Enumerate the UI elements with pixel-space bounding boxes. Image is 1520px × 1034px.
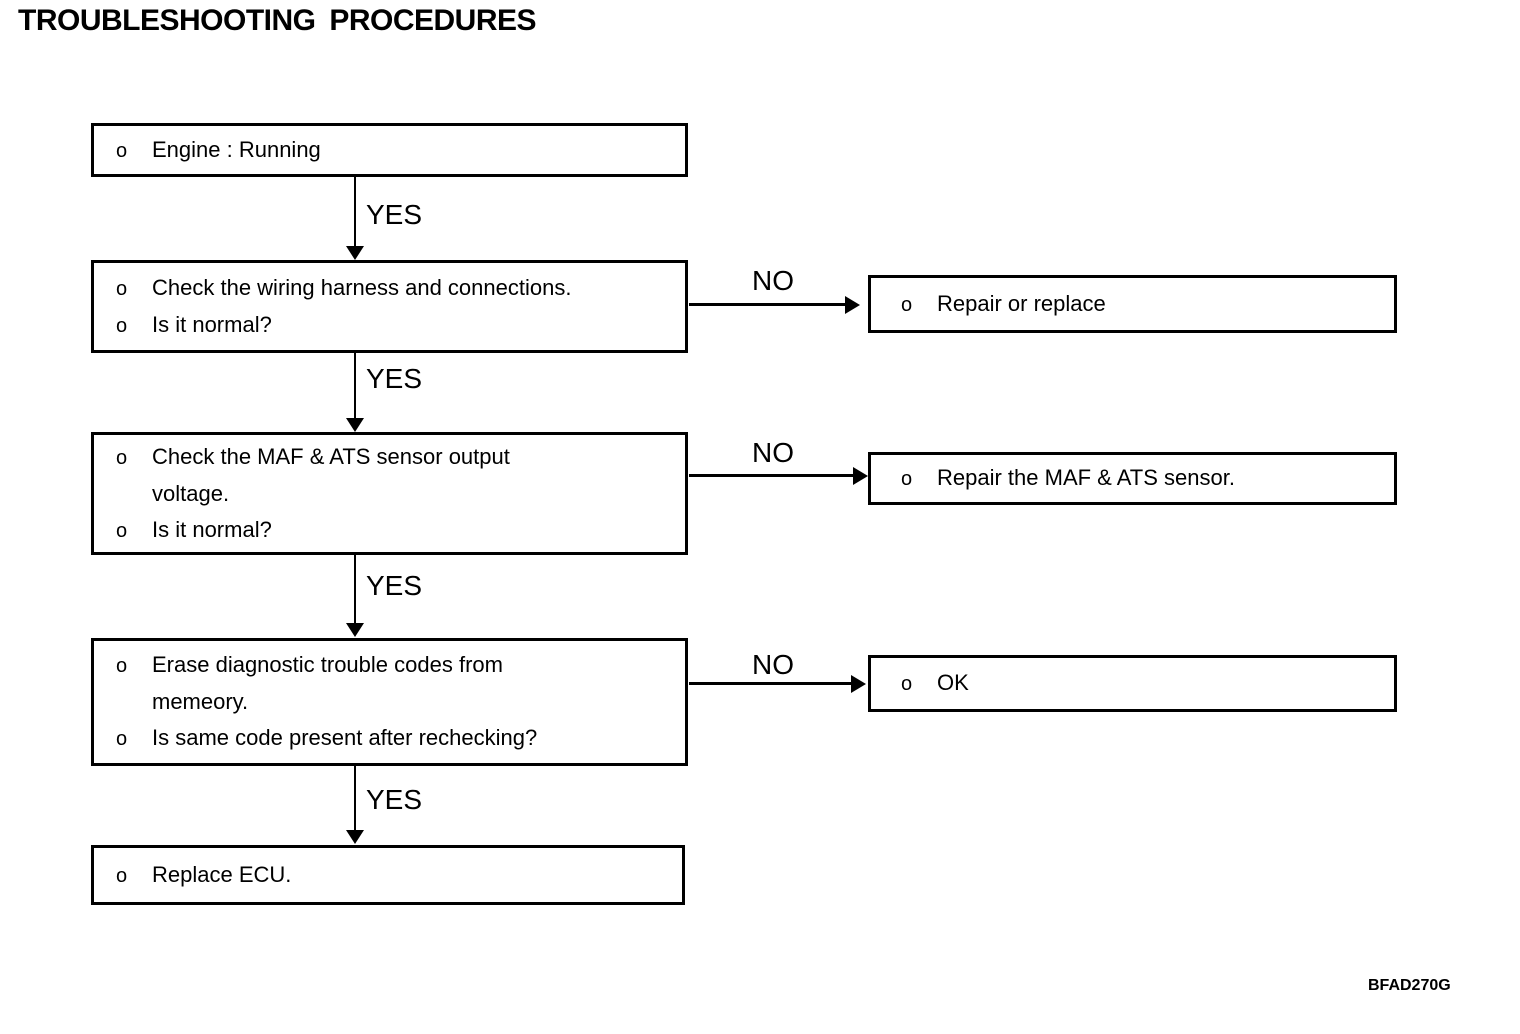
flow-step-check-wiring-harness: o Check the wiring harness and connectio… (91, 260, 688, 353)
down-arrow-line-4 (354, 766, 356, 831)
flow-result-ok: o OK (868, 655, 1397, 712)
right-arrow-line-1 (689, 303, 846, 306)
bullet: o (116, 864, 128, 887)
flow-step-erase-diagnostic-codes: o Erase diagnostic trouble codes from me… (91, 638, 688, 766)
down-arrow-head-4 (346, 830, 364, 844)
flow-step-line: o Is it normal? (94, 512, 685, 549)
flow-step-line: o Replace ECU. (94, 857, 682, 894)
yes-label-1: YES (366, 199, 423, 230)
right-arrow-head-2 (853, 467, 868, 485)
flow-step-text: Is same code present after rechecking? (152, 725, 538, 750)
bullet: o (901, 293, 913, 316)
bullet: o (116, 655, 128, 677)
bullet: o (901, 673, 913, 695)
flow-step-line: o Engine : Running (94, 132, 685, 169)
flow-step-text: Check the MAF & ATS sensor output (152, 443, 510, 469)
page-title: TROUBLESHOOTING PROCEDURES (18, 4, 537, 37)
flow-step-text: Replace ECU. (152, 861, 292, 887)
down-arrow-head-3 (346, 623, 364, 637)
flow-result-text: Repair or replace (937, 290, 1106, 316)
flow-step-text: Is it normal? (152, 311, 272, 337)
flow-step-text: Is it normal? (152, 516, 272, 542)
flow-step-text: voltage. (152, 480, 230, 506)
flow-step-text: memeory. (152, 689, 249, 714)
flow-result-text: Repair the MAF & ATS sensor. (937, 465, 1235, 490)
right-arrow-line-3 (689, 682, 852, 685)
no-label-1: NO (752, 265, 794, 296)
flow-step-replace-ecu: o Replace ECU. (91, 845, 685, 905)
right-arrow-line-2 (689, 474, 854, 477)
flow-step-line: o Erase diagnostic trouble codes from (94, 647, 685, 684)
down-arrow-line-3 (354, 555, 356, 624)
flow-step-text: Check the wiring harness and connections… (152, 274, 572, 300)
flow-result-line: o Repair the MAF & ATS sensor. (871, 460, 1394, 497)
down-arrow-head-1 (346, 246, 364, 260)
bullet: o (116, 446, 128, 469)
bullet: o (116, 314, 128, 337)
figure-code: BFAD270G (1368, 977, 1451, 994)
down-arrow-line-2 (354, 353, 356, 419)
flow-step-line: memeory. (94, 684, 685, 720)
flow-result-repair-or-replace: o Repair or replace (868, 275, 1397, 333)
bullet: o (116, 277, 128, 300)
flow-result-line: o OK (871, 665, 1394, 702)
down-arrow-head-2 (346, 418, 364, 432)
flow-step-text: Erase diagnostic trouble codes from (152, 652, 503, 677)
flow-step-line: voltage. (94, 476, 685, 512)
flow-step-text: Engine : Running (152, 136, 321, 162)
bullet: o (901, 468, 913, 490)
yes-label-3: YES (366, 570, 423, 601)
flow-step-line: o Check the MAF & ATS sensor output (94, 439, 685, 476)
flow-result-text: OK (937, 670, 969, 695)
flow-result-line: o Repair or replace (871, 286, 1394, 323)
flow-step-line: o Is same code present after rechecking? (94, 720, 685, 757)
yes-label-4: YES (366, 784, 423, 815)
no-label-3: NO (752, 649, 794, 680)
yes-label-2: YES (366, 363, 423, 394)
bullet: o (116, 728, 128, 750)
bullet: o (116, 519, 128, 542)
right-arrow-head-1 (845, 296, 860, 314)
down-arrow-line-1 (354, 177, 356, 247)
flow-step-line: o Check the wiring harness and connectio… (94, 270, 685, 307)
bullet: o (116, 139, 128, 162)
right-arrow-head-3 (851, 675, 866, 693)
flow-step-engine-running: o Engine : Running (91, 123, 688, 177)
flow-step-line: o Is it normal? (94, 307, 685, 344)
flow-step-check-maf-ats-output: o Check the MAF & ATS sensor output volt… (91, 432, 688, 555)
no-label-2: NO (752, 437, 794, 468)
flow-result-repair-maf-ats-sensor: o Repair the MAF & ATS sensor. (868, 452, 1397, 505)
